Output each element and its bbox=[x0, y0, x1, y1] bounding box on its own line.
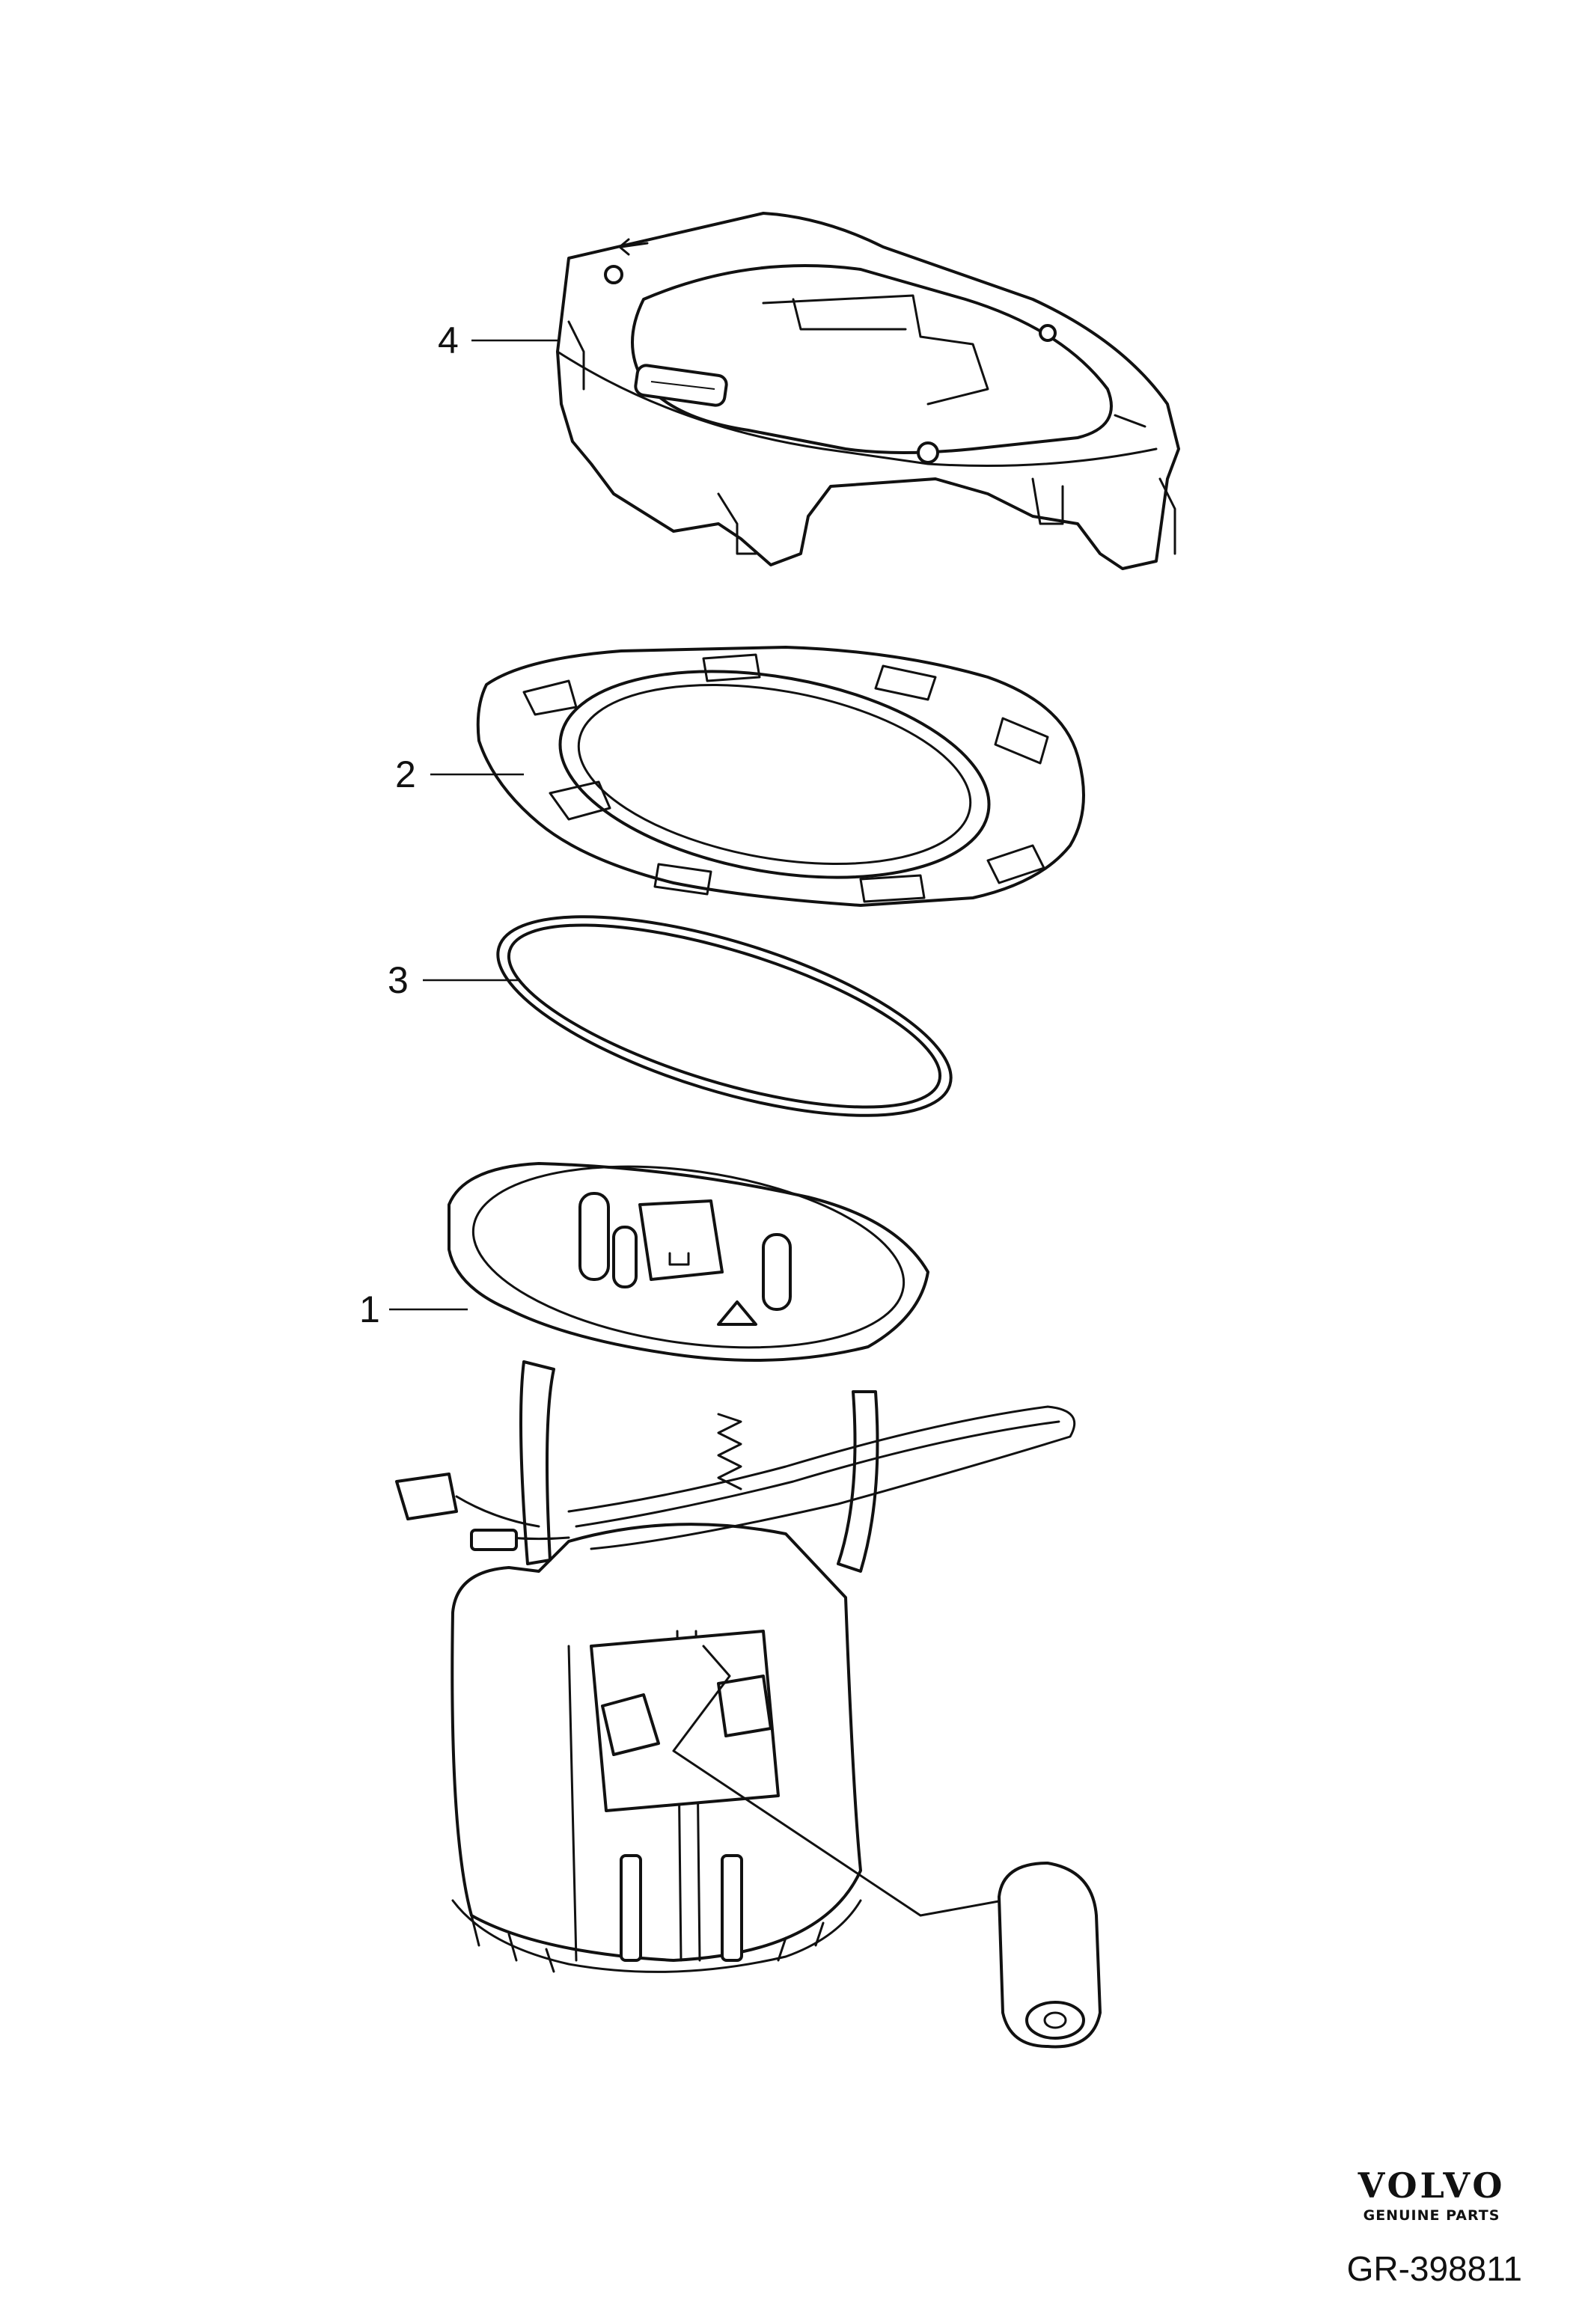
diagram-reference-number: GR-398811 bbox=[1346, 2249, 1522, 2288]
callout-2: 2 bbox=[395, 753, 416, 795]
part-4-retaining-ring bbox=[556, 212, 1180, 570]
part-3-o-ring-seal bbox=[496, 915, 953, 1117]
volvo-brand-logo: VOLVO GENUINE PARTS bbox=[1346, 2168, 1518, 2224]
callout-3: 3 bbox=[388, 959, 409, 1001]
callout-1: 1 bbox=[359, 1288, 380, 1330]
callout-4: 4 bbox=[438, 319, 459, 361]
brand-name: VOLVO bbox=[1358, 2165, 1506, 2206]
part-2-flange-plate bbox=[476, 646, 1085, 907]
part-1-fuel-pump-module bbox=[395, 1162, 1102, 2049]
brand-subtitle: GENUINE PARTS bbox=[1363, 2207, 1500, 2224]
